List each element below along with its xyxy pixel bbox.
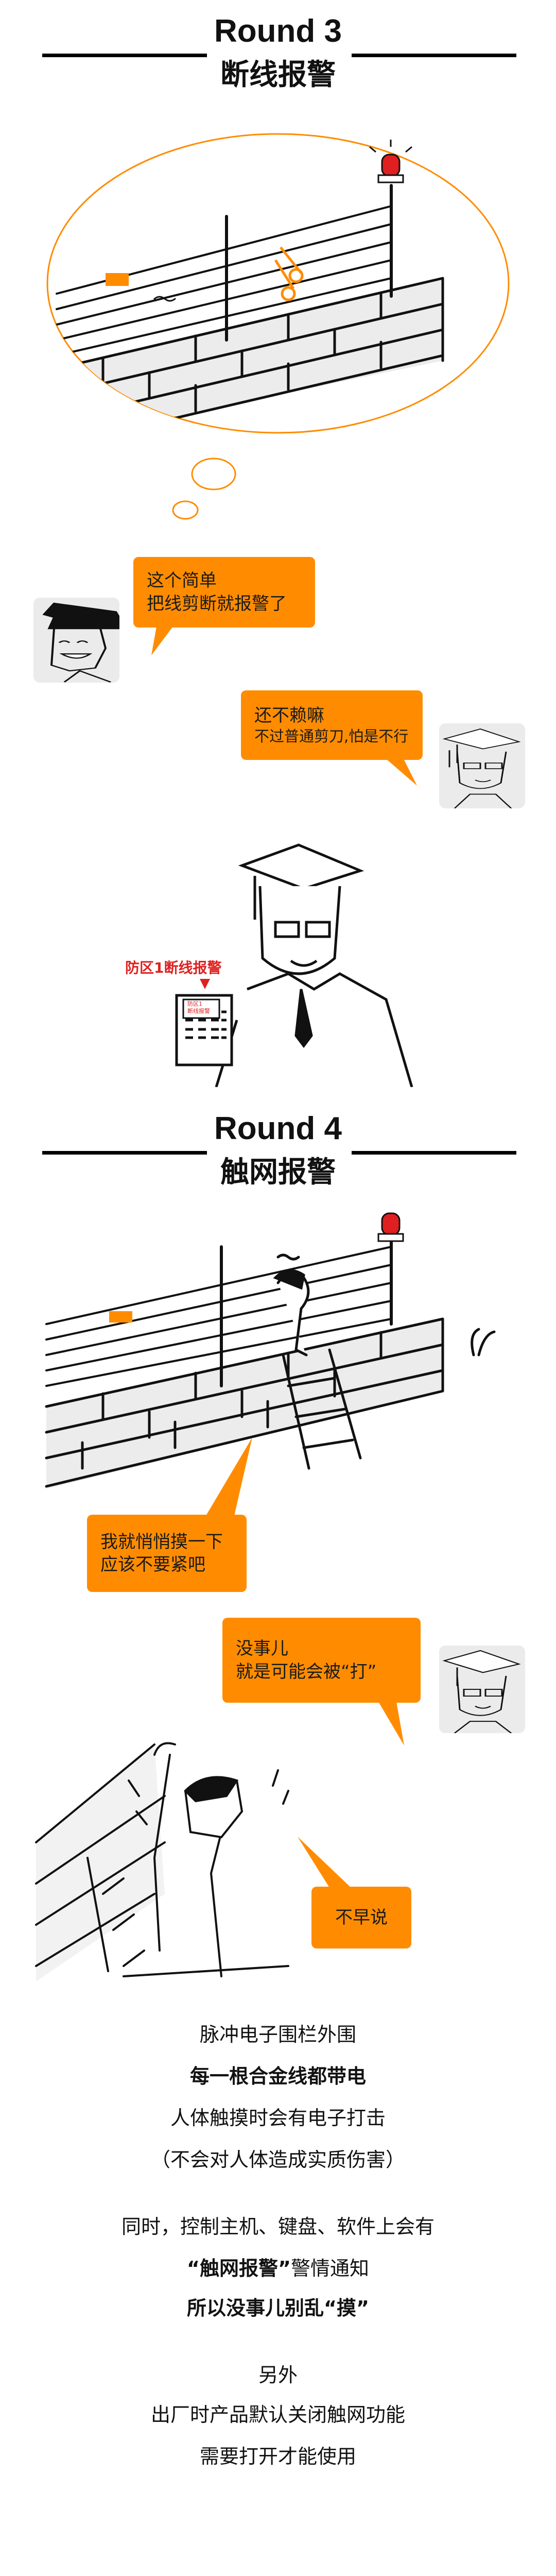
text-line: 出厂时产品默认关闭触网功能 <box>150 2403 405 2426</box>
round4-shock-scene: 没事儿 就是可能会被“打” 不早说 <box>0 1602 556 1994</box>
bubble-line: 我就悄悄摸一下 <box>100 1531 223 1552</box>
text-line-bold: 所以没事儿别乱“摸” <box>187 2297 369 2319</box>
professor-with-keypad-illustration <box>175 843 413 1087</box>
divider-right <box>352 1151 516 1155</box>
scissors-icon <box>274 246 304 301</box>
divider-left <box>42 54 207 57</box>
round3-header: Round 3 断线报警 <box>0 0 556 103</box>
speech-bubble-young-man: 这个简单 把线剪断就报警了 <box>133 557 315 628</box>
round3-subtitle: 断线报警 <box>220 58 336 92</box>
shocked-man-illustration <box>35 1742 289 1981</box>
speech-tail <box>206 1437 252 1516</box>
speech-bubble-professor: 还不赖嘛 不过普通剪刀,怕是不行 <box>241 690 423 760</box>
round4-header: Round 4 触网报警 <box>0 1097 556 1200</box>
touch-alarm-term: “触网报警” <box>187 2257 291 2280</box>
round3-scene: 这个简单 把线剪断就报警了 还不赖嘛 不过普通剪刀,怕是不行 防区1断线报警 <box>0 103 556 1097</box>
divider-left <box>42 1151 207 1155</box>
avatar-professor <box>439 1646 525 1733</box>
explanation-text: 脉冲电子围栏外围 每一根合金线都带电 人体触摸时会有电子打击 （不会对人体造成实… <box>0 1994 556 2478</box>
speech-bubble-young-man: 我就悄悄摸一下 应该不要紧吧 <box>87 1515 247 1592</box>
bubble-line: 这个简单 <box>147 570 217 591</box>
bubble-line: 把线剪断就报警了 <box>147 593 287 614</box>
divider-right <box>352 54 516 57</box>
round3-title: Round 3 <box>214 13 342 49</box>
text-line: 需要打开才能使用 <box>199 2445 356 2468</box>
fence-touch-illustration <box>45 1212 496 1489</box>
round4-fence-scene: 我就悄悄摸一下 应该不要紧吧 <box>0 1200 556 1602</box>
round4-subtitle: 触网报警 <box>220 1156 336 1189</box>
round4-title: Round 4 <box>214 1111 342 1146</box>
zone-alarm-label: 防区1断线报警 <box>125 959 222 976</box>
text-line: “触网报警”警情通知 <box>0 2259 556 2278</box>
speech-tail <box>151 626 173 655</box>
speech-tail <box>386 759 417 786</box>
warning-sign <box>106 273 129 286</box>
text-line: 人体触摸时会有电子打击 <box>170 2107 386 2129</box>
speech-tail <box>378 1702 404 1745</box>
keypad-screen-line: 防区1 <box>187 1001 202 1007</box>
bubble-line: 还不赖嘛 <box>254 705 324 726</box>
text-line-bold: 每一根合金线都带电 <box>189 2065 366 2088</box>
fence-cut-illustration <box>46 133 510 520</box>
avatar-young-man <box>33 598 119 683</box>
bubble-line: 应该不要紧吧 <box>100 1554 205 1575</box>
text-line: 另外 <box>258 2364 298 2386</box>
text-fragment: 警情通知 <box>290 2257 369 2280</box>
alarm-light-icon <box>369 140 412 183</box>
text-line: 脉冲电子围栏外围 <box>199 2023 356 2046</box>
alarm-light-icon <box>381 1212 401 1236</box>
avatar-professor <box>439 723 525 808</box>
keypad-screen: 防区1 断线报警 <box>187 1001 210 1015</box>
speech-bubble-professor: 没事儿 就是可能会被“打” <box>222 1618 421 1703</box>
bubble-line: 没事儿 <box>236 1638 288 1659</box>
bubble-line: 不早说 <box>335 1907 388 1928</box>
text-line: 同时，控制主机、键盘、软件上会有 <box>121 2215 435 2238</box>
speech-tail <box>298 1837 351 1888</box>
text-line: （不会对人体造成实质伤害） <box>150 2148 405 2171</box>
keypad-screen-line: 断线报警 <box>187 1008 210 1014</box>
speech-bubble-young-man: 不早说 <box>311 1887 411 1948</box>
bubble-line: 就是可能会被“打” <box>236 1661 377 1682</box>
bubble-line: 不过普通剪刀,怕是不行 <box>254 727 409 745</box>
